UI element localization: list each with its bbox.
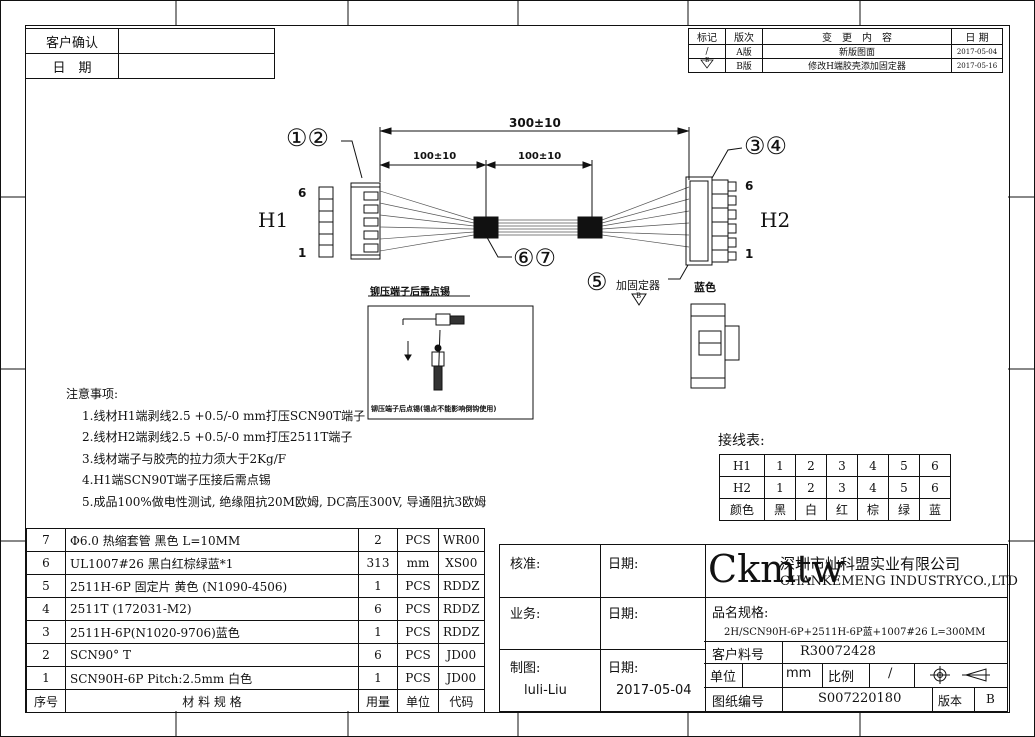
- wiring-cell: 3: [826, 476, 858, 499]
- note-item: 5.成品100%做电性测试, 绝缘阻抗20M欧姆, DC高压300V, 导通阻抗…: [82, 494, 487, 509]
- wiring-cell: 4: [857, 454, 889, 477]
- callout-3-4: ③④: [744, 132, 788, 160]
- version-value: B: [986, 692, 995, 706]
- drafter-name: luli-Liu: [524, 683, 567, 698]
- wiring-cell: H1: [719, 454, 765, 477]
- drawing-no-label: 图纸编号: [712, 695, 765, 710]
- wiring-cell: 蓝: [919, 498, 951, 521]
- notes-title: 注意事项:: [66, 387, 119, 401]
- customer-confirm-field[interactable]: [118, 28, 275, 54]
- customer-date-label: 日 期: [25, 53, 119, 79]
- h1-label: H1: [258, 208, 289, 232]
- wiring-cell: 5: [888, 476, 920, 499]
- note-item: 1.线材H1端剥线2.5 +0.5/-0 mm打压SCN90T端子: [82, 408, 366, 423]
- color-blue-label: 蓝色: [694, 281, 716, 294]
- spec-label: 品名规格:: [712, 606, 769, 621]
- wiring-cell: 6: [919, 454, 951, 477]
- part-label: 客户料号: [712, 648, 765, 663]
- notes-section: 注意事项: 1.线材H1端剥线2.5 +0.5/-0 mm打压SCN90T端子 …: [66, 384, 486, 513]
- h2-pin1: 1: [745, 247, 754, 261]
- wiring-cell: 2: [795, 476, 827, 499]
- fixer-label: 加固定器: [616, 279, 660, 292]
- customer-approval-box: 客户确认 日 期: [25, 28, 275, 79]
- note-item: 3.线材端子与胶壳的拉力须大于2Kg/F: [82, 451, 287, 466]
- company-name-cn: 深圳市灿科盟实业有限公司: [780, 555, 961, 573]
- h2-pin6: 6: [745, 179, 754, 193]
- rev-row-version: B版: [725, 58, 763, 73]
- sales-label: 业务:: [510, 607, 541, 622]
- company-name-en: CHANKEMENG INDUSTRYCO.,LTD: [780, 574, 1018, 589]
- unit-value: mm: [786, 666, 812, 681]
- drawing-no-value: S007220180: [818, 691, 902, 706]
- company-logo: Ckmtw: [708, 547, 844, 591]
- h2-label: H2: [760, 208, 791, 232]
- drafter-date-label: 日期:: [608, 661, 639, 676]
- wiring-cell: H2: [719, 476, 765, 499]
- dim-left: 100±10: [413, 151, 457, 162]
- bom-footer: 序号材 料 规 格用量单位代码: [26, 689, 485, 713]
- sales-date-label: 日期:: [608, 607, 639, 622]
- customer-date-field[interactable]: [118, 53, 275, 79]
- wiring-cell: 棕: [857, 498, 889, 521]
- wiring-cell: 黑: [764, 498, 796, 521]
- dim-total: 300±10: [509, 116, 561, 130]
- callout-6-7: ⑥⑦: [513, 244, 557, 272]
- rev-row-content: 修改H端胶壳添加固定器: [762, 58, 952, 73]
- approve-label: 核准:: [510, 557, 541, 572]
- revision-table: 标记 版次 变 更 内 容 日 期 / A版 新版图面 2017-05-04 B…: [688, 28, 1003, 73]
- wiring-cell: 1: [764, 454, 796, 477]
- wiring-cell: 绿: [888, 498, 920, 521]
- approve-date-label: 日期:: [608, 557, 639, 572]
- note-item: 2.线材H2端剥线2.5 +0.5/-0 mm打压2511T端子: [82, 430, 353, 444]
- fixer-mark: B: [636, 292, 642, 300]
- h1-pin1: 1: [298, 246, 307, 260]
- unit-label: 单位: [710, 670, 737, 685]
- wiring-cell: 1: [764, 476, 796, 499]
- wiring-cell: 3: [826, 454, 858, 477]
- crimp-label: 铆压端子后需点锡: [370, 287, 450, 298]
- wiring-cell: 6: [919, 476, 951, 499]
- part-value: R30072428: [800, 644, 876, 659]
- callout-1-2: ①②: [286, 124, 330, 152]
- draft-date: 2017-05-04: [616, 683, 692, 698]
- version-label: 版本: [938, 694, 963, 708]
- spec-value: 2H/SCN90H-6P+2511H-6P蓝+1007#26 L=300MM: [724, 627, 986, 638]
- projection-symbol-icon: [930, 666, 990, 684]
- rev-row-date: 2017-05-16: [951, 58, 1003, 73]
- inset-caption: 铆压端子后点锡(锡点不能影响倒钩使用): [371, 405, 497, 413]
- approval-block: 核准: 日期: 业务: 日期: 制图: 日期: luli-Liu 2017-05…: [499, 544, 706, 712]
- drafter-label: 制图:: [510, 661, 541, 676]
- wiring-cell: 5: [888, 454, 920, 477]
- dim-right: 100±10: [518, 151, 562, 162]
- customer-confirm-label: 客户确认: [25, 28, 119, 54]
- note-item: 4.H1端SCN90T端子压接后需点锡: [82, 473, 271, 487]
- wiring-cell: 白: [795, 498, 827, 521]
- wiring-cell: 4: [857, 476, 889, 499]
- h1-pin6: 6: [298, 186, 307, 200]
- scale-label: 比例: [828, 670, 855, 685]
- wiring-cell: 2: [795, 454, 827, 477]
- title-block: Ckmtw 深圳市灿科盟实业有限公司 CHANKEMENG INDUSTRYCO…: [704, 544, 1018, 712]
- wiring-table-title: 接线表:: [718, 433, 765, 449]
- wiring-cell: 红: [826, 498, 858, 521]
- wiring-cell: 颜色: [719, 498, 765, 521]
- scale-value: /: [888, 666, 893, 681]
- callout-5: ⑤: [586, 268, 608, 296]
